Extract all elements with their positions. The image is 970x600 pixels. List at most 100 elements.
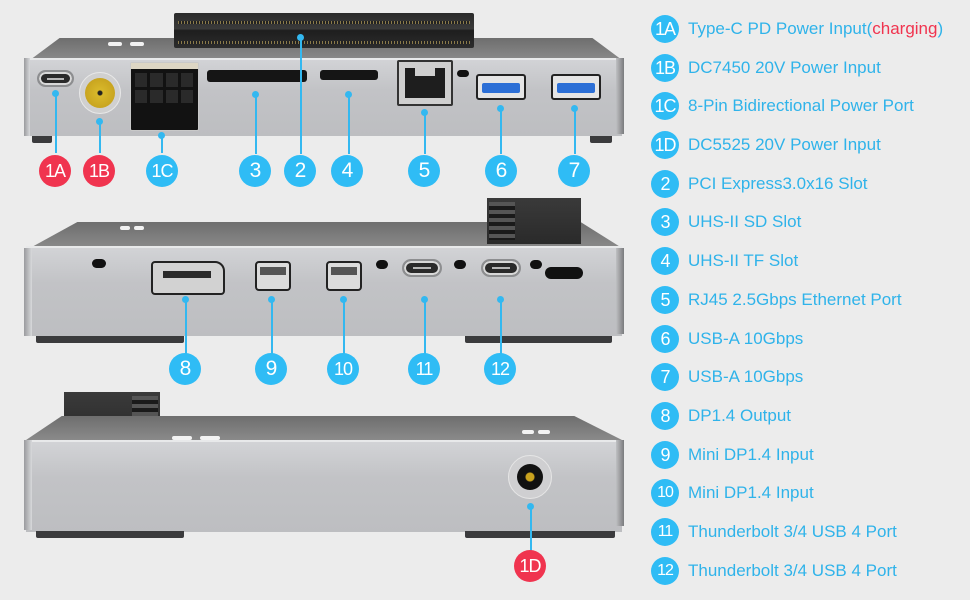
- legend-item: 7 USB-A 10Gbps: [651, 362, 803, 392]
- rj45-port[interactable]: [397, 60, 453, 106]
- callout-badge-6: 6: [485, 155, 517, 187]
- top-indicator: [130, 42, 144, 46]
- legend-badge: 3: [651, 208, 679, 236]
- callout-badge-1c: 1C: [146, 155, 178, 187]
- legend-label: DC7450 20V Power Input: [688, 58, 881, 77]
- legend-badge: 12: [651, 557, 679, 585]
- legend-badge: 1B: [651, 54, 679, 82]
- lock-slot[interactable]: [545, 267, 583, 279]
- thunderbolt-port-11[interactable]: [402, 259, 442, 277]
- led-indicator: [457, 70, 469, 77]
- callout-badge-1a: 1A: [39, 155, 71, 187]
- legend-label: Thunderbolt 3/4 USB 4 Port: [688, 522, 897, 541]
- legend-item: 11 Thunderbolt 3/4 USB 4 Port: [651, 517, 897, 547]
- tf-card-slot[interactable]: [320, 70, 378, 80]
- callout-badge-2: 2: [284, 155, 316, 187]
- legend-badge: 8: [651, 402, 679, 430]
- top-indicator: [120, 226, 130, 230]
- top-indicator: [172, 436, 192, 440]
- callout-badge-8: 8: [169, 353, 201, 385]
- callout-badge-1b: 1B: [83, 155, 115, 187]
- top-indicator: [134, 226, 144, 230]
- legend-label: 8-Pin Bidirectional Power Port: [688, 96, 914, 115]
- usb-a-port-7[interactable]: [551, 74, 601, 100]
- legend-label: RJ45 2.5Gbps Ethernet Port: [688, 290, 902, 309]
- legend-label: DC5525 20V Power Input: [688, 135, 881, 154]
- legend-item: 5 RJ45 2.5Gbps Ethernet Port: [651, 285, 902, 315]
- legend-item: 6 USB-A 10Gbps: [651, 324, 803, 354]
- device-foot: [32, 136, 52, 143]
- sd-card-slot[interactable]: [207, 70, 307, 82]
- callout-badge-1d: 1D: [514, 550, 546, 582]
- legend-badge: 1D: [651, 131, 679, 159]
- device-foot: [36, 336, 184, 343]
- callout-badge-10: 10: [327, 353, 359, 385]
- dc7450-port[interactable]: [79, 72, 121, 114]
- device-foot: [36, 531, 184, 538]
- legend-item: 1A Type-C PD Power Input(charging): [651, 14, 943, 44]
- pcie-slot: [174, 13, 474, 48]
- legend-item: 9 Mini DP1.4 Input: [651, 440, 814, 470]
- device-foot: [465, 336, 612, 343]
- legend-label: UHS-II SD Slot: [688, 212, 802, 231]
- device-right-edge: [616, 440, 624, 526]
- legend-item: 12 Thunderbolt 3/4 USB 4 Port: [651, 556, 897, 586]
- legend-badge: 5: [651, 286, 679, 314]
- device-left-edge: [24, 248, 32, 336]
- callout-badge-3: 3: [239, 155, 271, 187]
- legend-label: Thunderbolt 3/4 USB 4 Port: [688, 561, 897, 580]
- legend-label: Mini DP1.4 Input: [688, 483, 814, 502]
- legend-item: 1B DC7450 20V Power Input: [651, 53, 881, 83]
- device-left-edge: [24, 440, 32, 530]
- device-left-edge: [24, 58, 30, 136]
- legend-label: UHS-II TF Slot: [688, 251, 799, 270]
- callout-badge-7: 7: [558, 155, 590, 187]
- legend-badge: 7: [651, 363, 679, 391]
- top-indicator: [200, 436, 220, 440]
- legend-item: 10 Mini DP1.4 Input: [651, 478, 814, 508]
- legend-badge: 11: [651, 518, 679, 546]
- pcie-slot-side: [487, 198, 581, 244]
- dc5525-port[interactable]: [508, 455, 552, 499]
- led-indicator: [454, 260, 466, 269]
- legend-label: Type-C PD Power Input(charging): [688, 19, 944, 38]
- led-indicator: [376, 260, 388, 269]
- legend-label: Mini DP1.4 Input: [688, 445, 814, 464]
- mini-dp-port-10[interactable]: [326, 261, 362, 291]
- device-foot: [465, 531, 615, 538]
- legend-badge: 6: [651, 325, 679, 353]
- usb-a-port-6[interactable]: [476, 74, 526, 100]
- top-indicator: [108, 42, 122, 46]
- callout-badge-12: 12: [484, 353, 516, 385]
- usb-c-port-1a[interactable]: [37, 70, 74, 87]
- legend-label: USB-A 10Gbps: [688, 367, 804, 386]
- led-indicator: [530, 260, 542, 269]
- callout-badge-4: 4: [331, 155, 363, 187]
- legend-badge: 9: [651, 441, 679, 469]
- device-foot: [590, 136, 612, 143]
- legend-item: 2 PCI Express3.0x16 Slot: [651, 169, 868, 199]
- legend-item: 4 UHS-II TF Slot: [651, 246, 798, 276]
- callout-badge-5: 5: [408, 155, 440, 187]
- thunderbolt-port-12[interactable]: [481, 259, 521, 277]
- legend-label: USB-A 10Gbps: [688, 329, 804, 348]
- legend-label: DP1.4 Output: [688, 406, 792, 425]
- top-indicator: [538, 430, 550, 434]
- legend-item: 8 DP1.4 Output: [651, 401, 791, 431]
- callout-badge-11: 11: [408, 353, 440, 385]
- device-right-edge: [616, 248, 624, 334]
- displayport-port[interactable]: [151, 261, 225, 295]
- legend-item: 3 UHS-II SD Slot: [651, 207, 801, 237]
- legend-badge: 4: [651, 247, 679, 275]
- legend-badge: 1C: [651, 92, 679, 120]
- device-right-edge: [616, 58, 624, 134]
- 8-pin-power-port[interactable]: [130, 62, 199, 131]
- legend-badge: 2: [651, 170, 679, 198]
- legend-item: 1C 8-Pin Bidirectional Power Port: [651, 91, 914, 121]
- top-indicator: [522, 430, 534, 434]
- led-indicator: [92, 259, 106, 268]
- legend-badge: 1A: [651, 15, 679, 43]
- device-front-face: [26, 246, 622, 336]
- mini-dp-port-9[interactable]: [255, 261, 291, 291]
- legend-label: PCI Express3.0x16 Slot: [688, 174, 868, 193]
